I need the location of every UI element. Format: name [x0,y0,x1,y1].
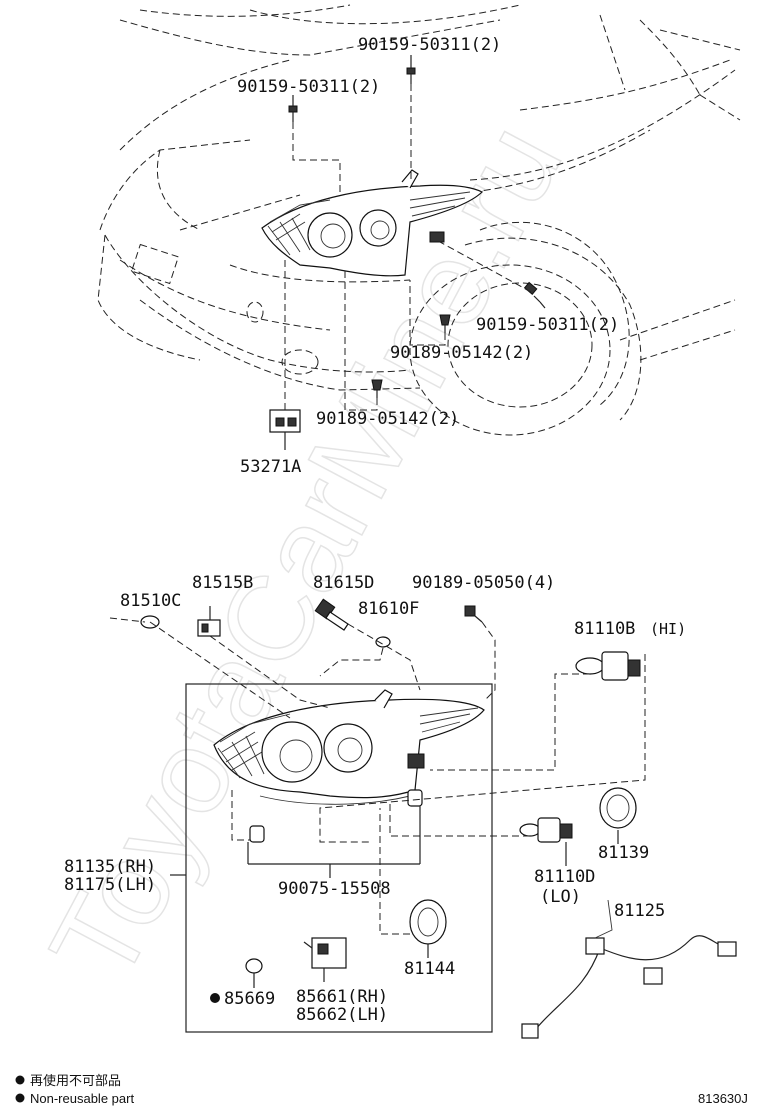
label-bolt-right: 90159-50311(2) [476,315,619,335]
grommet-icon [249,825,265,843]
label-oring: 85669 [224,989,275,1009]
clip-icon [439,314,451,333]
headlamp-top [261,169,484,277]
bottom-labels: 81510C 81515B 81615D 81610F 90189-05050(… [64,573,686,1025]
bolt-icon [523,281,541,303]
label-lo-suffix: (LO) [540,887,581,907]
ring-cap-icon [599,787,637,829]
label-bracket: 53271A [240,457,301,477]
bracket-icon [269,409,301,433]
label-clip-low: 90189-05142(2) [316,409,459,429]
wedge-bulb-icon [314,598,349,631]
clip-icon [371,379,383,398]
label-grommet: 90075-15508 [278,879,391,899]
lo-bulb-icon [519,817,573,843]
label-housing-lh: 81175(LH) [64,875,156,895]
label-actuator-rh: 85661(RH) [296,987,388,1007]
cover-icon [409,899,447,945]
label-screws: 90189-05050(4) [412,573,555,593]
actuator-icon [303,937,347,982]
label-clip-mid: 90189-05142(2) [390,343,533,363]
screw-icon [464,605,483,623]
legend: 再使用不可部品 Non-reusable part [15,1073,134,1106]
label-bolt-top-right: 90159-50311(2) [358,35,501,55]
bolt-icon [406,67,416,84]
label-side-bulb: 81615D [313,573,374,593]
label-bolt-top-left: 90159-50311(2) [237,77,380,97]
legend-marker-icon [15,1075,25,1085]
non-reusable-marker-icon [210,993,220,1003]
headlamp-housing [213,689,485,805]
assembly-frame [185,683,493,1033]
label-bulb-small: 81510C [120,591,181,611]
grommet-icon [407,789,423,807]
label-cap: 81610F [358,599,419,619]
wire-harness-icon [521,899,737,1039]
label-ring-cap: 81139 [598,843,649,863]
label-harness: 81125 [614,901,665,921]
socket-icon [197,606,221,637]
legend-line-jp: 再使用不可部品 [30,1073,121,1088]
label-cover: 81144 [404,959,455,979]
top-leaders [284,55,546,450]
label-actuator-lh: 85662(LH) [296,1005,388,1025]
vehicle-front-drawing [97,4,741,436]
bottom-parts [140,598,737,1039]
label-lo-bulb: 81110D [534,867,595,887]
bolt-icon [288,105,298,122]
figure-code: 813630J [698,1091,748,1106]
oring-icon [245,958,263,974]
hi-bulb-icon [575,651,641,681]
legend-marker-icon [15,1093,25,1103]
bottom-leaders [109,617,646,988]
top-fasteners [269,67,541,433]
label-hi-bulb: 81110B [574,619,635,639]
legend-line-en: Non-reusable part [30,1091,134,1106]
cap-icon [375,636,391,648]
top-labels: 90159-50311(2) 90159-50311(2) 90159-5031… [237,35,619,477]
label-socket: 81515B [192,573,253,593]
label-housing-rh: 81135(RH) [64,857,156,877]
label-hi-suffix: (HI) [650,620,686,638]
